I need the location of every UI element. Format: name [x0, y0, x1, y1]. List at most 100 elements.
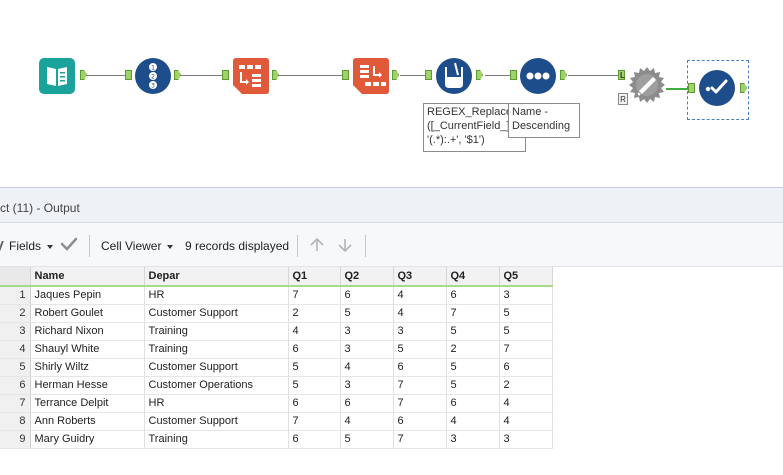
table-cell[interactable]: Herman Hesse — [30, 376, 145, 395]
table-cell[interactable]: 6 — [288, 430, 341, 449]
connection-wire[interactable] — [278, 75, 345, 76]
table-cell[interactable]: Customer Operations — [144, 376, 289, 395]
table-cell[interactable]: Training — [144, 430, 289, 449]
table-cell[interactable]: 4 — [340, 358, 394, 377]
right-input-badge[interactable]: R — [618, 93, 628, 105]
column-header[interactable]: Q1 — [288, 267, 341, 287]
scroll-up-button[interactable] — [308, 236, 326, 257]
output-anchor[interactable] — [392, 70, 399, 80]
column-header[interactable]: Q3 — [393, 267, 447, 287]
table-cell[interactable]: 7 — [393, 376, 447, 395]
column-header[interactable]: Depar — [144, 267, 289, 287]
connection-wire[interactable] — [568, 75, 618, 76]
table-cell[interactable]: Mary Guidry — [30, 430, 145, 449]
connection-wire[interactable] — [180, 75, 225, 76]
table-cell[interactable]: 6 — [340, 286, 394, 305]
table-cell[interactable]: 6 — [288, 340, 341, 359]
table-cell[interactable]: 4 — [393, 286, 447, 305]
table-cell[interactable]: 5 — [393, 340, 447, 359]
table-cell[interactable]: Robert Goulet — [30, 304, 145, 323]
table-cell[interactable]: 6 — [446, 394, 500, 413]
table-cell[interactable]: 3 — [499, 430, 553, 449]
table-cell[interactable]: 3 — [340, 340, 394, 359]
table-cell[interactable]: 7 — [393, 430, 447, 449]
join-tool[interactable] — [628, 66, 666, 104]
column-header[interactable]: Q2 — [340, 267, 394, 287]
sort-annotation[interactable]: Name - Descending — [508, 103, 580, 138]
table-cell[interactable]: 7 — [288, 286, 341, 305]
table-cell[interactable]: 3 — [393, 322, 447, 341]
table-cell[interactable]: 3 — [499, 286, 553, 305]
table-cell[interactable]: HR — [144, 286, 289, 305]
table-cell[interactable]: 6 — [393, 358, 447, 377]
table-cell[interactable]: 7 — [288, 412, 341, 431]
record-id-tool[interactable]: 1 2 3 — [134, 57, 172, 95]
table-cell[interactable]: 2 — [446, 340, 500, 359]
output-anchor[interactable] — [80, 70, 87, 80]
table-cell[interactable]: 2 — [499, 376, 553, 395]
cross-tab-tool[interactable] — [352, 57, 390, 95]
table-cell[interactable]: Customer Support — [144, 412, 289, 431]
input-anchor[interactable] — [510, 70, 517, 80]
column-header[interactable]: Q4 — [446, 267, 500, 287]
table-cell[interactable]: 5 — [340, 430, 394, 449]
input-anchor[interactable] — [125, 70, 132, 80]
connection-wire[interactable] — [666, 88, 688, 90]
row-number[interactable]: 4 — [0, 340, 31, 359]
table-cell[interactable]: Customer Support — [144, 358, 289, 377]
table-cell[interactable]: 5 — [288, 376, 341, 395]
row-number[interactable]: 2 — [0, 304, 31, 323]
table-cell[interactable]: 5 — [499, 322, 553, 341]
table-cell[interactable]: 6 — [340, 394, 394, 413]
table-cell[interactable]: 4 — [288, 322, 341, 341]
table-cell[interactable]: Training — [144, 340, 289, 359]
input-data-tool[interactable] — [38, 57, 76, 95]
output-anchor[interactable] — [740, 83, 747, 93]
table-cell[interactable]: 4 — [499, 394, 553, 413]
table-cell[interactable]: 4 — [499, 412, 553, 431]
table-cell[interactable]: Shauyl White — [30, 340, 145, 359]
table-cell[interactable]: Training — [144, 322, 289, 341]
table-cell[interactable]: 6 — [499, 358, 553, 377]
select-tool[interactable] — [698, 69, 736, 107]
table-cell[interactable]: 4 — [340, 412, 394, 431]
fields-dropdown[interactable]: Fields — [0, 239, 54, 253]
apply-button[interactable] — [60, 236, 78, 255]
table-cell[interactable]: 6 — [288, 394, 341, 413]
multi-field-formula-tool[interactable] — [435, 57, 473, 95]
table-cell[interactable]: Jaques Pepin — [30, 286, 145, 305]
output-anchor[interactable] — [476, 70, 483, 80]
table-cell[interactable]: 5 — [340, 304, 394, 323]
output-anchor[interactable] — [174, 70, 181, 80]
row-number[interactable]: 6 — [0, 376, 31, 395]
row-number[interactable]: 8 — [0, 412, 31, 431]
workflow-canvas[interactable]: 1 2 3 — [0, 0, 783, 187]
table-cell[interactable]: Terrance Delpit — [30, 394, 145, 413]
table-cell[interactable]: Shirly Wiltz — [30, 358, 145, 377]
table-cell[interactable]: 3 — [446, 430, 500, 449]
table-cell[interactable]: 2 — [288, 304, 341, 323]
table-cell[interactable]: 4 — [393, 304, 447, 323]
row-number[interactable]: 7 — [0, 394, 31, 413]
table-cell[interactable]: 5 — [446, 376, 500, 395]
sort-tool[interactable] — [519, 57, 557, 95]
table-cell[interactable]: 5 — [288, 358, 341, 377]
column-header[interactable]: Name — [30, 267, 145, 287]
table-cell[interactable]: 5 — [499, 304, 553, 323]
output-anchor[interactable] — [272, 70, 279, 80]
table-cell[interactable]: 7 — [499, 340, 553, 359]
row-number[interactable]: 9 — [0, 430, 31, 449]
output-anchor[interactable] — [560, 70, 567, 80]
row-number[interactable]: 3 — [0, 322, 31, 341]
scroll-down-button[interactable] — [336, 236, 354, 257]
input-anchor[interactable] — [342, 70, 349, 80]
connection-wire[interactable] — [87, 75, 125, 76]
